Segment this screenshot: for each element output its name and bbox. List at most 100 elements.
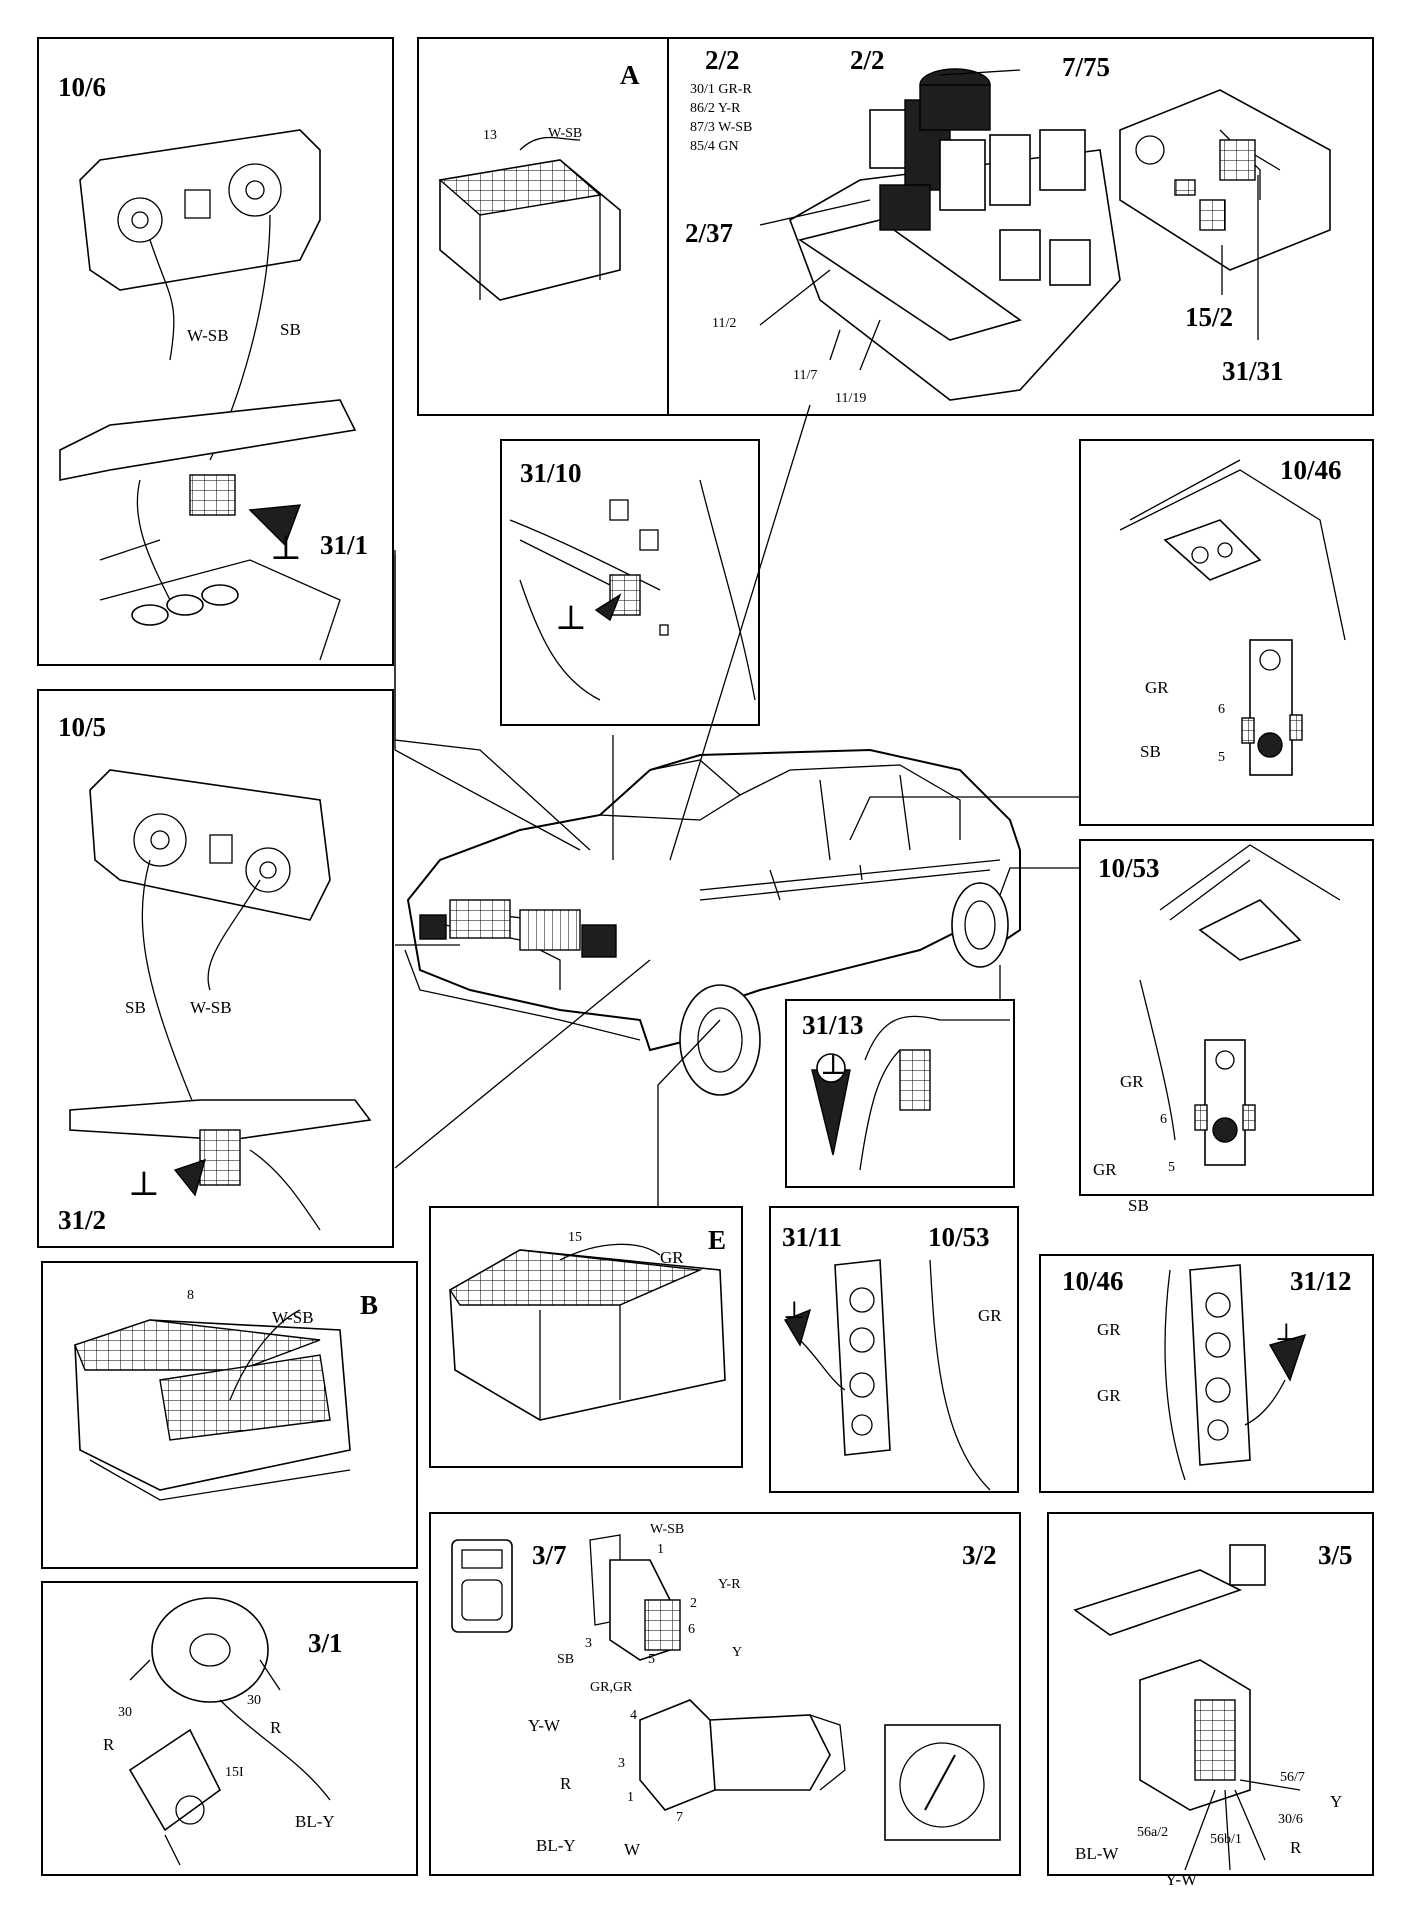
ground-symbol-icon: ⊥ [1275, 1320, 1298, 1346]
pin-number: 6 [1218, 702, 1225, 717]
wire-label: GR [660, 1248, 684, 1267]
ground-symbol-icon: ⊥ [820, 1050, 847, 1081]
connector-label: 31/31 [1222, 356, 1284, 386]
wire-label: Y-W [528, 1716, 561, 1735]
wire-label: BL-Y [536, 1836, 576, 1855]
pin-number: 5 [1218, 750, 1225, 765]
pin-number: 30/6 [1278, 1812, 1303, 1827]
panel-title-e: E [708, 1225, 727, 1255]
wire-label: GR [1097, 1320, 1121, 1339]
wire-label: SB [125, 998, 146, 1017]
panel-title-3-1: 3/1 [308, 1628, 343, 1658]
pin-number: 56b/1 [1210, 1832, 1242, 1847]
wire-label: R [270, 1718, 282, 1737]
wire-label: R [1290, 1838, 1302, 1857]
ground-symbol-icon: ⊥ [783, 1298, 806, 1324]
pin-number: 1 [627, 1790, 634, 1805]
wire-label: GR,GR [590, 1680, 633, 1695]
pin-number: 7 [676, 1810, 683, 1825]
pin-number: 15I [225, 1765, 244, 1780]
panel-title-31-12: 31/12 [1290, 1266, 1352, 1296]
panel-31-13 [785, 999, 1015, 1188]
wire-label: GR [1120, 1072, 1144, 1091]
panel-10-6 [37, 37, 394, 666]
pin-number: 4 [630, 1708, 637, 1723]
pin-number: 8 [187, 1288, 194, 1303]
panel-e [429, 1206, 743, 1468]
wire-label: R [560, 1774, 572, 1793]
wire-label: Y [1330, 1792, 1343, 1811]
panel-title-10-6: 10/6 [58, 72, 107, 102]
wire-label: GR [1145, 678, 1169, 697]
car-illustration [404, 748, 1021, 1096]
wire-label: BL-Y [295, 1812, 335, 1831]
wire-label: SB [557, 1652, 575, 1667]
panel-title-10-5: 10/5 [58, 712, 107, 742]
panel-title-10-53: 10/53 [928, 1222, 990, 1252]
pin-number: 30 [247, 1693, 261, 1708]
wire-label: SB [280, 320, 301, 339]
panel-title-10-46: 10/46 [1280, 455, 1342, 485]
wire-label: Y [732, 1645, 743, 1660]
fuse-label: 11/19 [835, 391, 867, 406]
panel-31-10 [500, 439, 760, 726]
wire-label: W-SB [190, 998, 232, 1017]
relay-label: 7/75 [1062, 52, 1111, 82]
pin-number: 30 [118, 1705, 132, 1720]
panel-3-7 [429, 1512, 1021, 1876]
panel-10-46-upper [1079, 439, 1374, 826]
wire-label: W-SB [650, 1522, 685, 1537]
relay-label: 2/2 [850, 45, 885, 75]
pin-number: 5 [1168, 1160, 1175, 1175]
pin-number: 6 [1160, 1112, 1167, 1127]
panel-title-3-5: 3/5 [1318, 1540, 1353, 1570]
connector-label: 15/2 [1185, 302, 1234, 332]
wire-label: W-SB [272, 1308, 314, 1327]
panel-title-3-7: 3/7 [532, 1540, 567, 1570]
pin-number: 1 [657, 1542, 664, 1557]
ground-symbol-icon: ⊥ [555, 600, 587, 637]
ground-label-31-1: 31/1 [320, 530, 369, 560]
wire-label: W-SB [187, 326, 229, 345]
pin-number: 56a/2 [1137, 1825, 1169, 1840]
wire-label: W-SB [548, 126, 583, 141]
ground-symbol-icon: ⊥ [128, 1166, 160, 1203]
wire-label: Y-W [1165, 1870, 1198, 1889]
panel-title-31-13: 31/13 [802, 1010, 864, 1040]
wire-label: SB [1128, 1196, 1149, 1215]
relay-pin: 87/3 W-SB [690, 120, 753, 135]
panel-10-53-upper [1079, 839, 1374, 1196]
panel-title-a: A [620, 60, 640, 90]
wire-label: BL-W [1075, 1844, 1119, 1863]
wire-label: GR [1097, 1386, 1121, 1405]
panel-title-10-53: 10/53 [1098, 853, 1160, 883]
wire-label: GR [978, 1306, 1002, 1325]
panel-relay-box [667, 37, 1374, 416]
wire-label: W [624, 1840, 641, 1859]
fuse-label: 11/2 [712, 316, 737, 331]
panel-b [41, 1261, 418, 1569]
pin-number: 6 [688, 1622, 695, 1637]
pin-number: 2 [690, 1596, 697, 1611]
pin-number: 5 [648, 1652, 655, 1667]
wire-label: R [103, 1735, 115, 1754]
wire-label: GR [1093, 1160, 1117, 1179]
relay-pin: 86/2 Y-R [690, 101, 741, 116]
panel-10-46-lower [1039, 1254, 1374, 1493]
panel-title-31-10: 31/10 [520, 458, 582, 488]
relay-pin: 30/1 GR-R [690, 82, 752, 97]
panel-title-3-2: 3/2 [962, 1540, 997, 1570]
panel-3-1 [41, 1581, 418, 1876]
panel-title-b: B [360, 1290, 379, 1320]
panel-title-31-11: 31/11 [782, 1222, 843, 1252]
ground-symbol-icon: ⊥ [270, 530, 302, 567]
pin-number: 56/7 [1280, 1770, 1305, 1785]
panel-3-5 [1047, 1512, 1374, 1876]
wire-label: SB [1140, 742, 1161, 761]
fuse-label: 11/7 [793, 368, 818, 383]
pin-number: 3 [618, 1756, 625, 1771]
ground-label-31-2: 31/2 [58, 1205, 107, 1235]
panel-31-11 [769, 1206, 1019, 1493]
panel-10-5 [37, 689, 394, 1248]
